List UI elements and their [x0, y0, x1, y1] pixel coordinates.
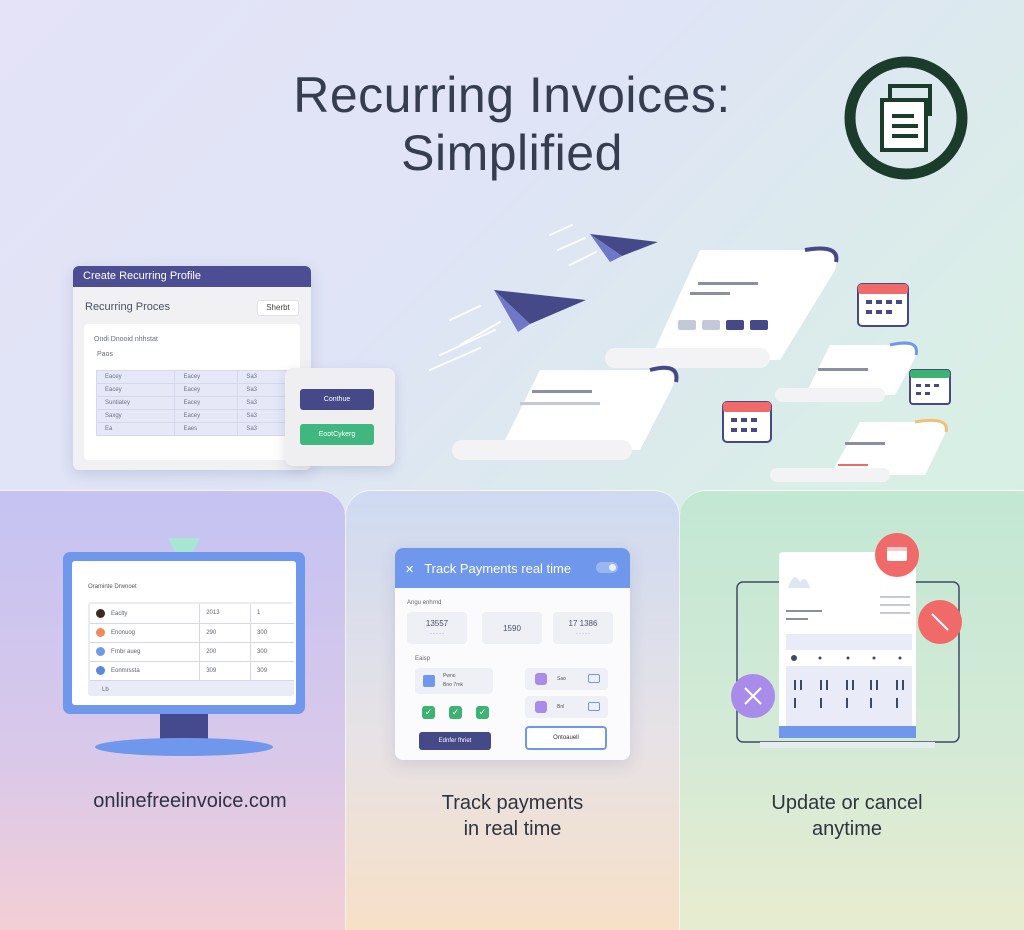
window-title: Create Recurring Profile	[73, 266, 311, 287]
check-icon[interactable]: ✓	[476, 706, 489, 719]
window-subtitle: Recurring Proces	[85, 301, 170, 313]
window-action-button[interactable]: Sherbt	[257, 300, 299, 316]
monitor-base	[95, 738, 273, 756]
card-icon	[423, 675, 435, 687]
section-label: Angu enhrnd	[407, 600, 442, 606]
calendar-icon	[875, 533, 919, 577]
calendar-icon	[909, 369, 951, 405]
card-label: Paos	[97, 351, 113, 358]
close-icon[interactable]: ✕	[405, 564, 415, 576]
invoice-table: Eaclty 2013 1 Enonuog 290 300 Frnbr aueg…	[90, 604, 294, 681]
stat-card: 17 1386- - - - -	[553, 612, 613, 644]
table-row[interactable]: Suntiatey Eacey Sa3	[95, 396, 290, 410]
table-row[interactable]: Eonmrssta 309 309	[90, 661, 294, 681]
table-row[interactable]: Eaclty 2013 1	[90, 604, 294, 624]
payment-item[interactable]: Sao	[525, 668, 608, 690]
card-caption: Ondi Dnooid nhhstat	[94, 336, 158, 343]
monitor-icon	[168, 538, 200, 562]
card-icon	[588, 702, 600, 711]
invoice-document	[770, 418, 948, 482]
invoice-document	[775, 341, 918, 402]
realtime-toggle[interactable]	[596, 562, 618, 573]
close-icon	[731, 674, 775, 718]
avatar	[96, 666, 105, 675]
payment-item[interactable]: Bnl	[525, 696, 608, 718]
title-line-1: Recurring Invoices:	[293, 67, 731, 123]
payments-title: Track Payments real time	[424, 561, 572, 576]
profile-card: Ondi Dnooid nhhstat Paos Eacey Eacey Sa3…	[84, 324, 300, 460]
track-caption: Track payments in real time	[441, 792, 584, 840]
screen-title: Oraminte Drwnoet	[88, 584, 137, 590]
secondary-button[interactable]: EootCykerg	[300, 424, 374, 445]
monitor: Oraminte Drwnoet Eaclty 2013 1 Enonuog 2…	[63, 552, 305, 714]
wallet-icon	[535, 701, 547, 713]
recurring-profile-window: Create Recurring Profile Recurring Proce…	[73, 266, 311, 470]
avatar	[96, 628, 105, 637]
invoice-document	[452, 365, 679, 460]
table-row[interactable]: Frnbr aueg 200 300	[90, 642, 294, 662]
primary-button[interactable]: Ednfer fhriet	[419, 732, 491, 750]
secondary-button[interactable]: Ontoauell	[525, 726, 607, 750]
payment-item[interactable]: Pwno Bno 7rnk	[415, 668, 493, 694]
cancel-icon	[918, 600, 962, 644]
invoice-illustration	[429, 224, 951, 482]
screen-footer: Lb	[102, 687, 109, 693]
calendar-icon	[722, 401, 772, 443]
paper-plane-icon	[494, 290, 586, 332]
continue-button[interactable]: Conthue	[300, 389, 374, 410]
stat-card: 1590	[482, 612, 542, 644]
site-caption: onlinefreeinvoice.com	[93, 790, 287, 812]
avatar	[96, 608, 105, 618]
document-icon	[844, 56, 968, 180]
title-line-2: Simplified	[401, 125, 623, 181]
action-popup: Conthue EootCykerg	[285, 368, 395, 466]
invoice-document	[605, 246, 839, 368]
update-caption: Update or cancel anytime	[771, 792, 923, 840]
table-row[interactable]: Eacey Eacey Sa3	[95, 370, 290, 384]
payments-card: ✕ Track Payments real time Angu enhrnd 13…	[395, 548, 630, 760]
payments-header: ✕ Track Payments real time	[395, 548, 630, 588]
table-row[interactable]: Ea Eaes Sa3	[95, 422, 290, 436]
monitor-stand	[160, 714, 208, 742]
check-icon[interactable]: ✓	[449, 706, 462, 719]
table-row[interactable]: Enonuog 290 300	[90, 623, 294, 643]
table-row[interactable]: Eacey Eacey Sa3	[95, 383, 290, 397]
list-label: Eaisp	[415, 656, 431, 662]
card-icon	[588, 674, 600, 683]
avatar	[96, 647, 105, 656]
update-cancel-illustration	[731, 533, 962, 748]
table-row[interactable]: Saxgy Eacey Sa3	[95, 409, 290, 423]
monitor-screen: Oraminte Drwnoet Eaclty 2013 1 Enonuog 2…	[72, 561, 296, 705]
check-icon[interactable]: ✓	[422, 706, 435, 719]
page-title: Recurring Invoices: Simplified	[212, 66, 812, 182]
stat-card: 13557- - - - -	[407, 612, 467, 644]
paper-plane-icon	[590, 234, 658, 262]
calendar-icon	[857, 283, 909, 327]
wallet-icon	[535, 673, 547, 685]
profile-table: Eacey Eacey Sa3 Eacey Eacey Sa3 Suntiate…	[95, 370, 290, 436]
